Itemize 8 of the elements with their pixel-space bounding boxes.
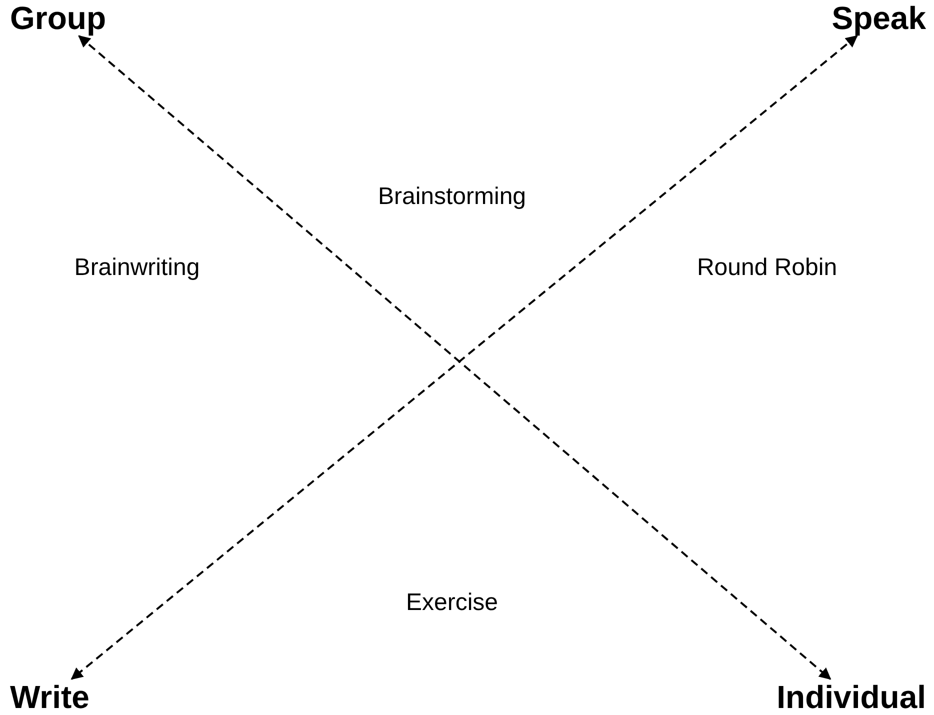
axis-end-label: Individual xyxy=(776,679,926,715)
axis-end-label: Write xyxy=(10,679,90,715)
quadrant-label: Brainwriting xyxy=(74,254,200,282)
quadrant-label: Round Robin xyxy=(696,254,838,282)
axis-end-label: Speak xyxy=(832,0,926,36)
axis-end-label: Group xyxy=(10,0,106,36)
quadrant-label: Brainstorming xyxy=(378,183,526,211)
quadrant-label: Exercise xyxy=(406,589,498,617)
